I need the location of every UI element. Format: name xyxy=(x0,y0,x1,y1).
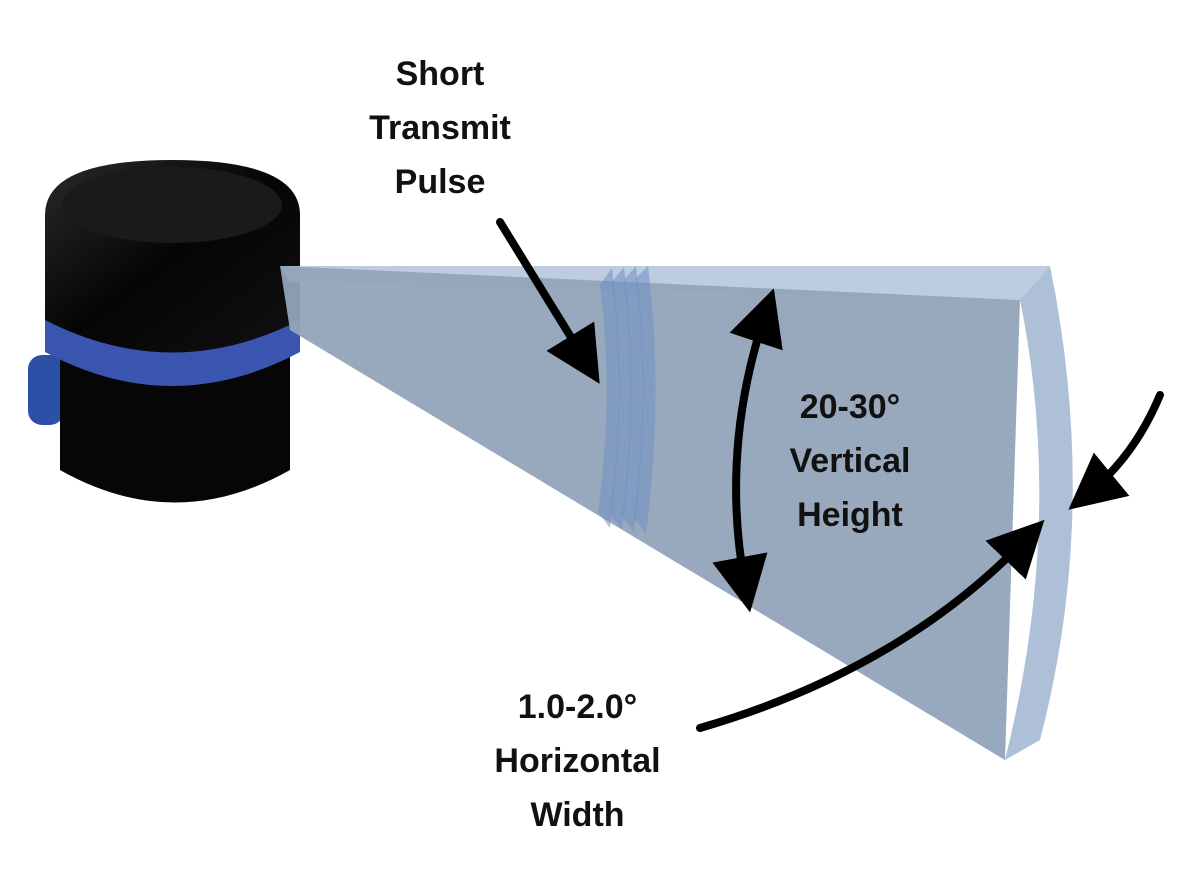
horizontal-label-line: 1.0-2.0° xyxy=(517,688,638,726)
vertical-label-line: Vertical xyxy=(789,442,911,480)
vertical-label-line: 20-30° xyxy=(799,388,901,426)
horizontal-width-label: 1.0-2.0° Horizontal Width xyxy=(455,680,700,842)
horizontal-label-line: Horizontal xyxy=(494,742,661,780)
horizontal-label-line: Width xyxy=(530,796,625,834)
vertical-height-label: 20-30° Vertical Height xyxy=(755,380,945,542)
end-face-arrow xyxy=(1068,391,1164,510)
beam-main-body xyxy=(280,266,1020,760)
device-lower-body xyxy=(60,350,290,503)
beam-top-surface xyxy=(280,266,1050,300)
device-cap-highlight xyxy=(62,167,282,243)
pulse-label-line: Short xyxy=(395,55,485,93)
sonar-beam xyxy=(280,266,1073,760)
connector-port xyxy=(28,355,64,425)
pulse-slice xyxy=(598,268,620,528)
transmit-pulse xyxy=(598,266,656,534)
pulse-label-line: Transmit xyxy=(369,109,511,147)
horizontal-width-arrow xyxy=(696,519,1045,732)
beam-end-face xyxy=(1005,266,1073,760)
vertical-height-arrow xyxy=(712,288,783,613)
annotation-arrows xyxy=(496,218,1164,732)
pulse-pointer-arrow xyxy=(496,218,600,384)
pulse-label-line: Pulse xyxy=(394,163,486,201)
transducer-device xyxy=(28,160,300,503)
vertical-label-line: Height xyxy=(797,496,903,534)
pulse-slice xyxy=(610,267,632,530)
pulse-slice xyxy=(634,266,656,534)
pulse-label: Short Transmit Pulse xyxy=(330,47,550,209)
pulse-slice xyxy=(622,266,644,532)
